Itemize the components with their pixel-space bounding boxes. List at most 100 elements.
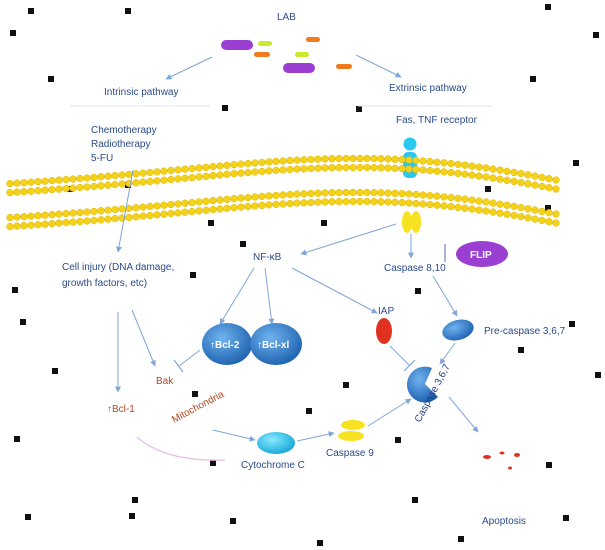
- lipid-bead: [237, 160, 245, 168]
- arrow-nfkb-iap: [291, 267, 378, 314]
- lipid-bead: [531, 172, 539, 180]
- lipid-bead: [349, 197, 357, 206]
- lipid-bead: [482, 164, 490, 172]
- lipid-bead: [69, 184, 77, 192]
- lipid-bead: [440, 159, 448, 167]
- lipid-bead: [48, 177, 56, 185]
- pre-caspase-label: Pre-caspase 3,6,7: [484, 326, 566, 337]
- arrow-receptor-nfkb: [300, 223, 397, 256]
- bclxl-label: ↑Bcl-xl: [257, 340, 289, 351]
- lipid-bead: [34, 212, 42, 220]
- arrow-injury-bak: [131, 309, 156, 367]
- radiotherapy-label: Radiotherapy: [91, 139, 150, 150]
- arrow-caspase-apoptosis: [448, 396, 479, 433]
- lipid-bead: [265, 201, 273, 209]
- lipid-bead: [468, 162, 476, 170]
- lipid-bead: [398, 198, 406, 207]
- lipid-bead: [454, 203, 462, 212]
- lipid-bead: [69, 218, 77, 226]
- lipid-bead: [475, 163, 483, 171]
- lipid-bead: [90, 173, 98, 182]
- lipid-bead: [314, 198, 322, 206]
- lipid-bead: [314, 155, 322, 163]
- lipid-bead: [181, 208, 189, 216]
- lipid-bead: [97, 207, 105, 215]
- lipid-bead: [216, 196, 224, 204]
- lipid-bead: [433, 192, 441, 200]
- lipid-bead: [209, 205, 217, 214]
- mitochondria-label: Mitochondria: [170, 389, 226, 426]
- lipid-bead: [160, 210, 168, 218]
- lipid-bead: [538, 207, 546, 216]
- lipid-bead: [447, 159, 455, 168]
- lipid-bead: [160, 176, 168, 184]
- arrow-mito-cytochrome: [212, 429, 256, 442]
- lipid-bead: [188, 164, 196, 173]
- arrow-lab-intrinsic: [165, 56, 213, 80]
- lipid-bead: [482, 173, 490, 181]
- lipid-bead: [97, 182, 105, 190]
- lab-label: LAB: [277, 12, 296, 23]
- lipid-bead: [258, 192, 266, 201]
- lipid-bead: [349, 163, 357, 172]
- lipid-bead: [321, 189, 329, 197]
- lipid-bead: [307, 155, 315, 164]
- lipid-bead: [223, 204, 231, 212]
- lipid-bead: [384, 155, 392, 163]
- lipid-bead: [510, 177, 518, 186]
- lipid-bead: [90, 207, 98, 216]
- lipid-bead: [216, 205, 224, 213]
- lipid-bead: [496, 200, 504, 208]
- lipid-bead: [167, 209, 175, 218]
- lipid-bead: [97, 173, 105, 181]
- lipid-bead: [503, 210, 511, 218]
- lipid-bead: [475, 206, 483, 214]
- lipid-bead: [447, 168, 455, 177]
- lipid-bead: [27, 178, 35, 186]
- lipid-bead: [111, 180, 119, 189]
- lipid-bead: [286, 156, 294, 165]
- lipid-bead: [524, 205, 532, 213]
- lipid-bead: [419, 200, 427, 208]
- lipid-bead: [377, 198, 385, 206]
- lipid-bead: [83, 183, 91, 191]
- lipid-bead: [230, 204, 238, 212]
- lipid-bead: [139, 212, 147, 220]
- lipid-bead: [370, 154, 378, 163]
- iap-label: IAP: [378, 306, 394, 317]
- lipid-bead: [223, 161, 231, 169]
- lipid-bead: [398, 155, 406, 164]
- lipid-bead: [237, 169, 245, 177]
- lipid-bead: [468, 205, 476, 213]
- lipid-bead: [349, 188, 357, 197]
- lipid-bead: [531, 206, 539, 214]
- intrinsic-pathway-label: Intrinsic pathway: [104, 87, 178, 98]
- lipid-bead: [300, 190, 308, 198]
- lipid-bead: [83, 208, 91, 216]
- chemotherapy-label: Chemotherapy: [91, 125, 157, 136]
- lipid-bead: [531, 181, 539, 189]
- lipid-bead: [174, 200, 182, 208]
- lipid-bead: [454, 194, 462, 203]
- lipid-bead: [412, 156, 420, 165]
- lipid-bead: [265, 192, 273, 200]
- lipid-bead: [398, 189, 406, 198]
- lipid-bead: [230, 195, 238, 203]
- lipid-bead: [27, 212, 35, 220]
- fu-label: 5-FU: [91, 153, 113, 164]
- lipid-bead: [342, 163, 350, 172]
- lipid-bead: [517, 203, 525, 212]
- apoptosis-fragments-icon: [483, 451, 520, 470]
- lipid-bead: [195, 198, 203, 206]
- lipid-bead: [447, 193, 455, 202]
- lipid-bead: [188, 198, 196, 207]
- lipid-bead: [216, 162, 224, 170]
- arrow-lab-extrinsic: [355, 54, 402, 78]
- lipid-bead: [314, 164, 322, 172]
- bclxl-bubble: [250, 323, 302, 365]
- lipid-bead: [272, 166, 280, 175]
- lipid-bead: [97, 216, 105, 224]
- apoptosis-label: Apoptosis: [482, 516, 526, 527]
- lipid-bead: [552, 210, 560, 218]
- lipid-bead: [405, 165, 413, 173]
